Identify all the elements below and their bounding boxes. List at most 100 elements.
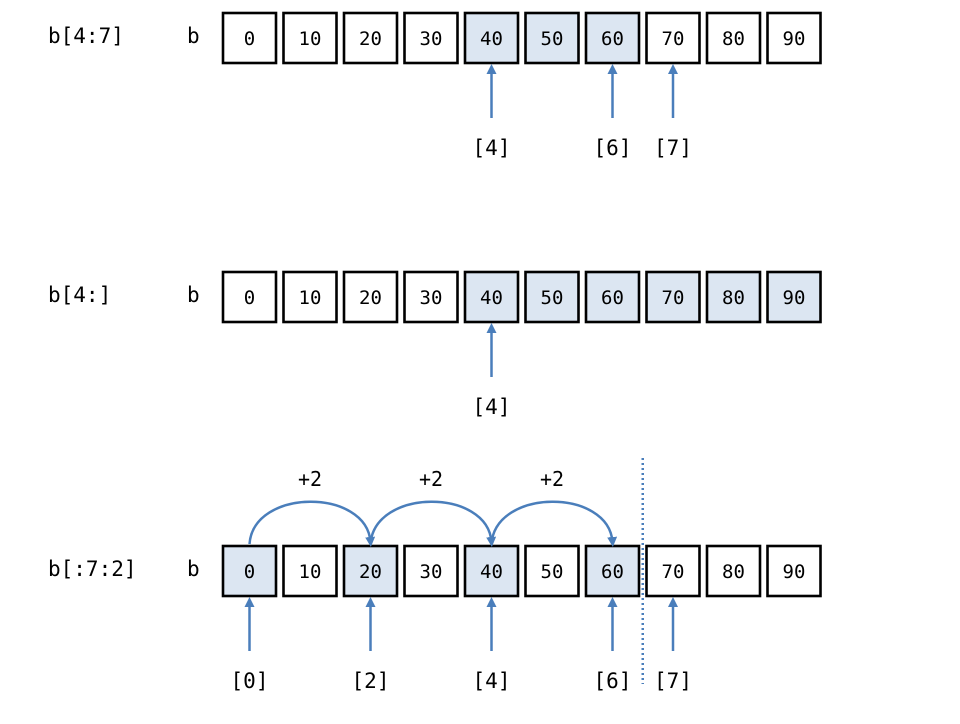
step-label: +2: [540, 467, 564, 491]
index-label: [4]: [473, 395, 511, 419]
cell-box: [645, 544, 701, 598]
array-cell: 40: [463, 270, 520, 324]
array-cell: 60: [584, 544, 641, 598]
cell-value: 50: [541, 561, 564, 583]
array-name: b: [187, 557, 200, 581]
cell-value: 0: [244, 28, 255, 50]
cell-box: [282, 11, 338, 65]
cell-box: [705, 11, 762, 65]
step-arc: [248, 500, 376, 547]
cell-box: [403, 270, 459, 324]
cell-value: 90: [783, 287, 806, 309]
cell-value: 80: [722, 28, 745, 50]
array-cell: 20: [342, 270, 399, 324]
cell-value: 30: [420, 561, 443, 583]
array-cell: 20: [342, 11, 399, 65]
array-cell: 70: [645, 270, 701, 324]
cell-value: 80: [722, 561, 745, 583]
cell-box: [403, 11, 459, 65]
cell-box: [403, 544, 459, 598]
cell-value: 0: [244, 287, 255, 309]
cell-value: 10: [299, 287, 322, 309]
array-cell: 10: [282, 11, 338, 65]
step-arc: [369, 500, 497, 547]
cell-value: 20: [359, 287, 382, 309]
index-label: [4]: [473, 136, 511, 160]
cell-value: 30: [420, 287, 443, 309]
cell-value: 50: [541, 287, 564, 309]
cell-value: 40: [480, 561, 503, 583]
array-cell: 50: [524, 11, 580, 65]
array-cell: 70: [645, 11, 701, 65]
cell-box-highlighted: [524, 270, 580, 324]
slice-label: b[4:7]: [48, 24, 124, 48]
cell-box: [282, 544, 338, 598]
index-label: [0]: [231, 669, 269, 693]
cell-value: 20: [359, 561, 382, 583]
array-cell: 30: [403, 11, 459, 65]
cell-box-highlighted: [463, 11, 520, 65]
cell-box-highlighted: [584, 270, 641, 324]
array-cell: 0: [221, 11, 278, 65]
cell-value: 70: [662, 28, 685, 50]
cell-box: [705, 544, 762, 598]
cell-value: 20: [359, 28, 382, 50]
cell-value: 90: [783, 561, 806, 583]
array-cell: 80: [705, 11, 762, 65]
array-cell: 10: [282, 270, 338, 324]
cell-value: 70: [662, 287, 685, 309]
cell-value: 90: [783, 28, 806, 50]
cell-box-highlighted: [584, 11, 641, 65]
cell-value: 80: [722, 287, 745, 309]
cell-value: 0: [244, 561, 255, 583]
array-cell: 70: [645, 544, 701, 598]
cell-box: [221, 270, 278, 324]
array-name: b: [187, 24, 200, 48]
slice-label: b[4:]: [48, 283, 111, 307]
array-cell: 80: [705, 544, 762, 598]
cell-box-highlighted: [645, 270, 701, 324]
array-cell: 90: [766, 11, 822, 65]
array-cell: 0: [221, 270, 278, 324]
cell-box: [342, 11, 399, 65]
cell-value: 50: [541, 28, 564, 50]
step-label: +2: [419, 467, 443, 491]
cell-value: 60: [601, 287, 624, 309]
cell-box-highlighted: [463, 270, 520, 324]
array-cell: 60: [584, 270, 641, 324]
array-cell: 50: [524, 270, 580, 324]
array-cell: 40: [463, 11, 520, 65]
array-cell: 0: [221, 544, 278, 598]
cell-value: 30: [420, 28, 443, 50]
array-cell: 10: [282, 544, 338, 598]
slice-label: b[:7:2]: [48, 557, 137, 581]
cell-box-highlighted: [705, 270, 762, 324]
cell-value: 60: [601, 561, 624, 583]
cell-box-highlighted: [584, 544, 641, 598]
cell-box: [282, 270, 338, 324]
cell-box: [766, 544, 822, 598]
step-arc: [490, 500, 618, 547]
index-label: [6]: [594, 669, 632, 693]
cell-box-highlighted: [766, 270, 822, 324]
index-label: [7]: [654, 669, 692, 693]
cell-value: 10: [299, 28, 322, 50]
step-label: +2: [298, 467, 322, 491]
array-cell: 90: [766, 544, 822, 598]
index-label: [6]: [594, 136, 632, 160]
cell-box: [221, 11, 278, 65]
array-cell: 30: [403, 270, 459, 324]
array-cell: 50: [524, 544, 580, 598]
array-cell: 30: [403, 544, 459, 598]
cell-value: 10: [299, 561, 322, 583]
array-cell: 40: [463, 544, 520, 598]
cell-value: 70: [662, 561, 685, 583]
cell-box: [524, 544, 580, 598]
array-cell: 60: [584, 11, 641, 65]
array-cell: 20: [342, 544, 399, 598]
